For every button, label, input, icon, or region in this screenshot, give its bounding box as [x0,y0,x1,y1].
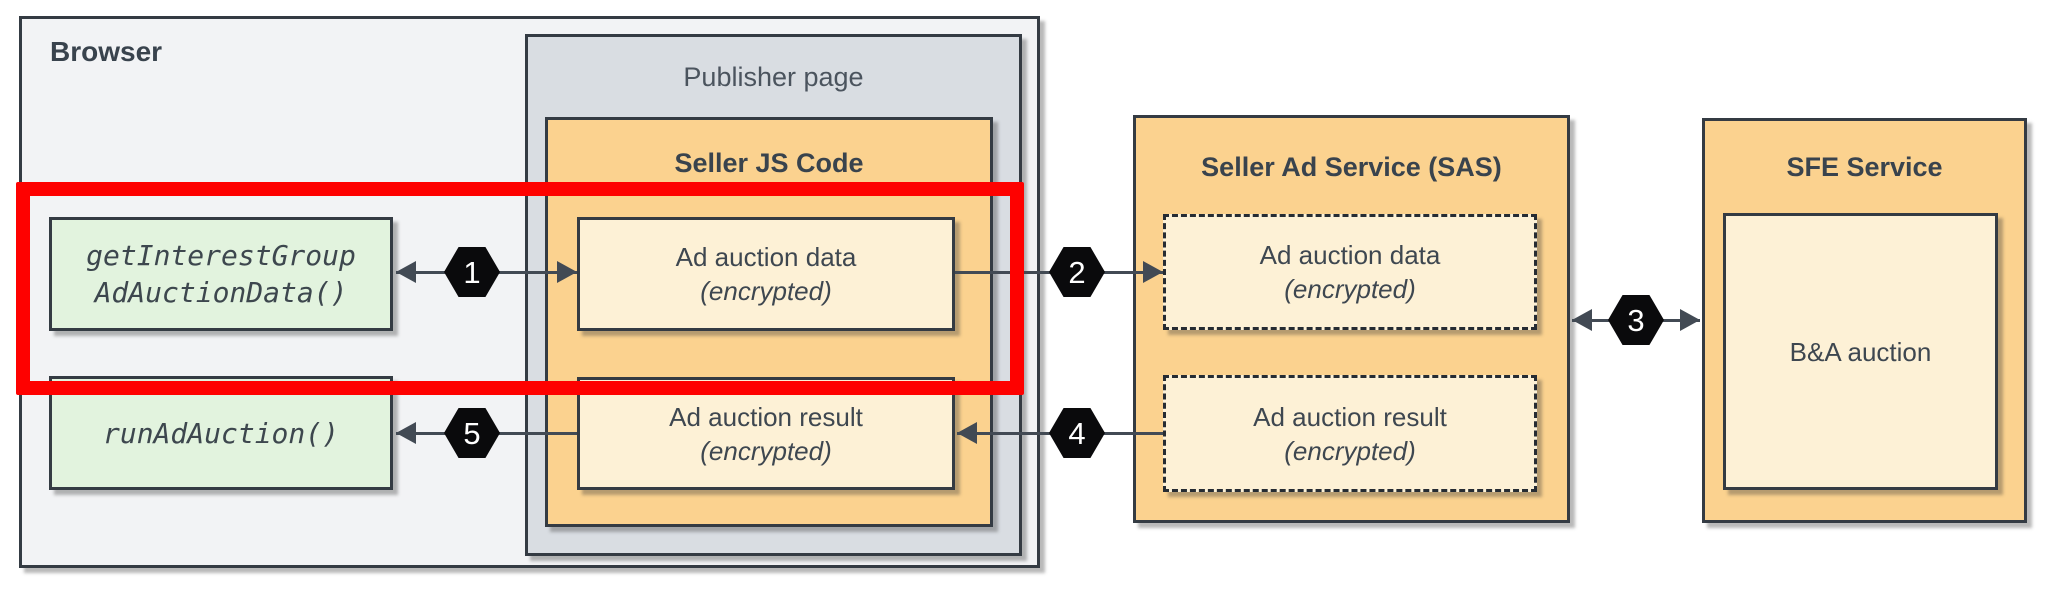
sfe-service-title: SFE Service [1786,152,1943,182]
seller-ad-service-title: Seller Ad Service (SAS) [1201,152,1502,182]
ba-auction-box: B&A auction [1723,213,1998,490]
sas-ad-auction-data-line2: (encrypted) [1284,274,1416,304]
arrowhead-right-icon [557,261,577,283]
arrowhead-right-icon [1680,309,1700,331]
ba-auction-label: B&A auction [1789,336,1932,367]
arrowhead-right-icon [1143,261,1163,283]
arrowhead-left-icon [396,422,416,444]
sas-ad-auction-result-line2: (encrypted) [1284,435,1416,466]
step-badge-2: 2 [1049,247,1105,297]
seller-js-ad-auction-data-box: Ad auction data (encrypted) [577,217,955,331]
seller-js-ad-auction-result-box: Ad auction result (encrypted) [577,377,955,490]
step-badge-4: 4 [1049,408,1105,458]
seller-ad-service-container: Seller Ad Service (SAS) Ad auction data … [1133,115,1570,523]
browser-label: Browser [50,36,163,67]
publisher-page-label: Publisher page [683,62,864,92]
sfe-service-container: SFE Service B&A auction [1702,118,2027,523]
seller-js-ad-auction-result-line2: (encrypted) [700,435,832,466]
seller-js-ad-auction-data-line1: Ad auction data [675,242,857,272]
sas-ad-auction-result-box: Ad auction result (encrypted) [1163,375,1537,492]
sas-ad-auction-data-box: Ad auction data (encrypted) [1163,214,1537,330]
highlight-rectangle [16,182,1024,395]
arrowhead-left-icon [396,261,416,283]
seller-js-ad-auction-data-line2: (encrypted) [700,276,832,306]
seller-js-code-title: Seller JS Code [674,148,864,178]
step-badge-3: 3 [1608,295,1664,345]
seller-js-ad-auction-result-line1: Ad auction result [669,401,863,432]
sas-ad-auction-result-line1: Ad auction result [1253,401,1447,432]
arrowhead-left-icon [957,422,977,444]
get-interest-group-line1: getInterestGroup [86,239,356,272]
sas-ad-auction-data-line1: Ad auction data [1259,240,1441,270]
run-ad-auction-box: runAdAuction() [49,376,393,490]
get-interest-group-box: getInterestGroup AdAuctionData() [49,217,393,331]
get-interest-group-line2: AdAuctionData() [94,276,348,309]
arrowhead-left-icon [1572,309,1592,331]
run-ad-auction-line1: runAdAuction() [102,416,339,450]
